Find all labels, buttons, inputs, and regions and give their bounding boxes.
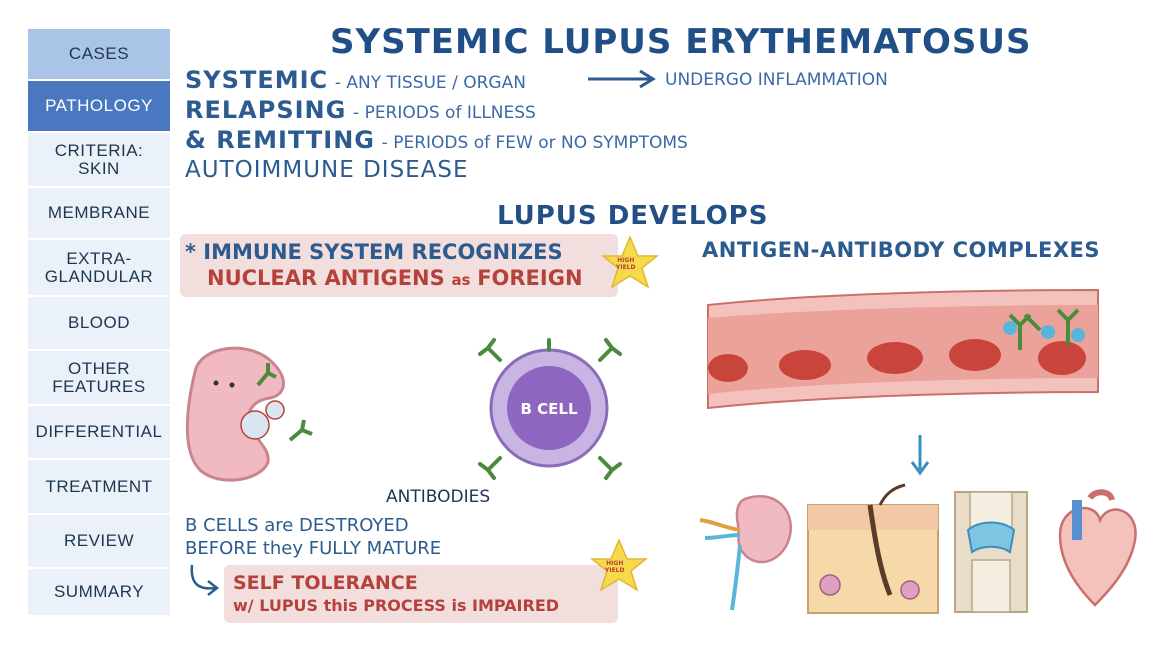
term-remitting: & REMITTING — [185, 126, 375, 154]
complexes-title: ANTIGEN-ANTIBODY COMPLEXES — [702, 238, 1101, 262]
nav-item-other-features[interactable]: OTHER FEATURES — [28, 351, 170, 404]
high-yield-line-1: HIGH — [606, 560, 624, 567]
knee-joint-icon — [954, 491, 1028, 613]
desc-systemic: - ANY TISSUE / ORGAN — [334, 73, 526, 93]
self-tolerance-desc: w/ LUPUS this PROCESS is IMPAIRED — [233, 596, 560, 615]
high-yield-badge-1: HIGH YIELD — [616, 257, 635, 271]
arrow-icon — [190, 564, 216, 590]
immune-foreign: FOREIGN — [477, 266, 583, 290]
high-yield-line-2: YIELD — [605, 567, 625, 574]
nav-item-differential[interactable]: DIFFERENTIAL — [28, 406, 170, 458]
definition-remitting: & REMITTING - PERIODS of FEW or NO SYMPT… — [185, 126, 688, 154]
nav-item-criteria-skin[interactable]: CRITERIA: SKIN — [28, 133, 170, 186]
antibodies-label: ANTIBODIES — [386, 487, 491, 507]
immune-line-2: NUCLEAR ANTIGENS as FOREIGN — [207, 266, 583, 290]
b-cell-label: B CELL — [520, 400, 577, 418]
high-yield-line-1: HIGH — [617, 257, 635, 264]
immune-as: as — [451, 271, 471, 289]
immune-line-1: * IMMUNE SYSTEM RECOGNIZES — [185, 240, 563, 264]
b-cells-line-1: B CELLS are DESTROYED — [185, 515, 409, 536]
b-cells-line-2: BEFORE they FULLY MATURE — [185, 538, 442, 559]
arrow-icon — [588, 69, 656, 89]
arrow-icon — [910, 435, 930, 476]
nuclear-antigens: NUCLEAR ANTIGENS — [207, 266, 445, 290]
autoimmune-disease: AUTOIMMUNE DISEASE — [185, 157, 469, 183]
nav-item-review[interactable]: REVIEW — [28, 515, 170, 567]
nav-item-cases[interactable]: CASES — [28, 29, 170, 79]
high-yield-badge-2: HIGH YIELD — [605, 560, 624, 574]
desc-relapsing: - PERIODS of ILLNESS — [353, 103, 536, 123]
blood-vessel-icon — [707, 288, 1099, 410]
nav-item-extra-glandular[interactable]: EXTRA- GLANDULAR — [28, 240, 170, 295]
term-relapsing: RELAPSING — [185, 96, 347, 124]
kidney-icon — [699, 495, 793, 611]
immune-cell-icon — [185, 346, 313, 482]
heart-icon — [1058, 489, 1137, 607]
desc-undergo-inflammation: UNDERGO INFLAMMATION — [665, 70, 888, 90]
definition-systemic: SYSTEMIC - ANY TISSUE / ORGAN — [185, 66, 526, 94]
self-tolerance-box — [224, 565, 618, 623]
definition-relapsing: RELAPSING - PERIODS of ILLNESS — [185, 96, 536, 124]
skin-icon — [807, 483, 939, 614]
term-systemic: SYSTEMIC — [185, 66, 329, 94]
nav-item-membrane[interactable]: MEMBRANE — [28, 188, 170, 238]
nav-item-summary[interactable]: SUMMARY — [28, 569, 170, 615]
immune-recognition-box — [180, 234, 618, 297]
self-tolerance-title: SELF TOLERANCE — [233, 572, 418, 594]
page-title: SYSTEMIC LUPUS ERYTHEMATOSUS — [330, 22, 1032, 62]
nav-item-treatment[interactable]: TREATMENT — [28, 460, 170, 513]
nav-item-pathology[interactable]: PATHOLOGY — [28, 81, 170, 131]
b-cell-icon: B CELL — [478, 338, 622, 480]
nav-item-blood[interactable]: BLOOD — [28, 297, 170, 349]
desc-remitting: - PERIODS of FEW or NO SYMPTOMS — [381, 133, 688, 153]
lupus-develops-heading: LUPUS DEVELOPS — [497, 201, 769, 231]
high-yield-line-2: YIELD — [616, 264, 636, 271]
definition-systemic-result: UNDERGO INFLAMMATION — [665, 66, 888, 90]
